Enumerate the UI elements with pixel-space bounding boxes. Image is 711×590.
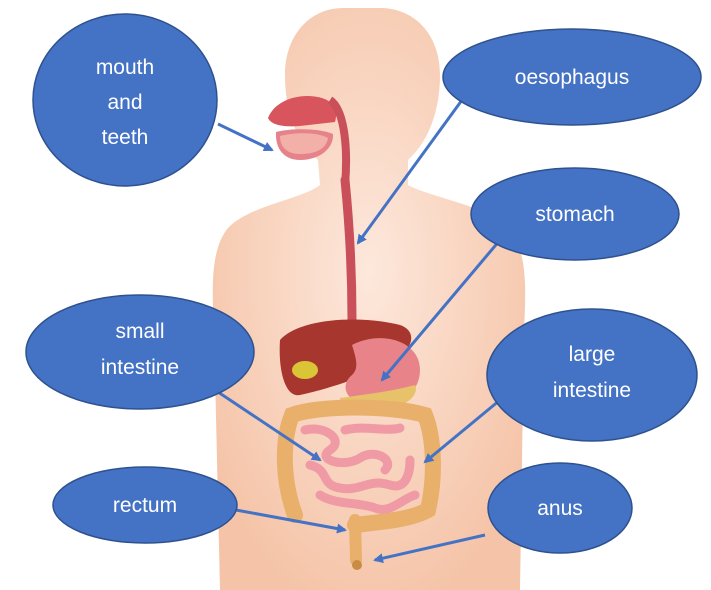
label-large-intestine: large intestine xyxy=(487,309,697,441)
label-small-intestine-line-1: small xyxy=(115,320,164,343)
label-oesophagus-line-1: oesophagus xyxy=(515,66,629,89)
label-small-intestine-line-2: intestine xyxy=(101,356,179,379)
label-oesophagus: oesophagus xyxy=(443,29,701,125)
label-mouth: mouth and teeth xyxy=(33,14,217,186)
label-large-intestine-line-1: large xyxy=(569,343,616,366)
label-anus: anus xyxy=(488,463,632,553)
label-small-intestine: small intestine xyxy=(26,295,254,409)
gallbladder xyxy=(292,361,318,379)
label-stomach: stomach xyxy=(471,168,679,260)
rectum xyxy=(355,520,356,560)
label-stomach-line-1: stomach xyxy=(535,203,614,226)
label-bubble xyxy=(26,295,254,409)
label-bubble xyxy=(487,309,697,441)
label-rectum-line-1: rectum xyxy=(113,494,177,517)
label-mouth-line-1: mouth xyxy=(96,56,154,79)
anus xyxy=(352,560,362,570)
arrow-mouth xyxy=(218,124,272,150)
label-anus-line-1: anus xyxy=(537,497,583,520)
label-large-intestine-line-2: intestine xyxy=(553,379,631,402)
label-rectum: rectum xyxy=(53,467,237,543)
label-mouth-line-3: teeth xyxy=(102,126,149,149)
label-mouth-line-2: and xyxy=(107,91,142,114)
